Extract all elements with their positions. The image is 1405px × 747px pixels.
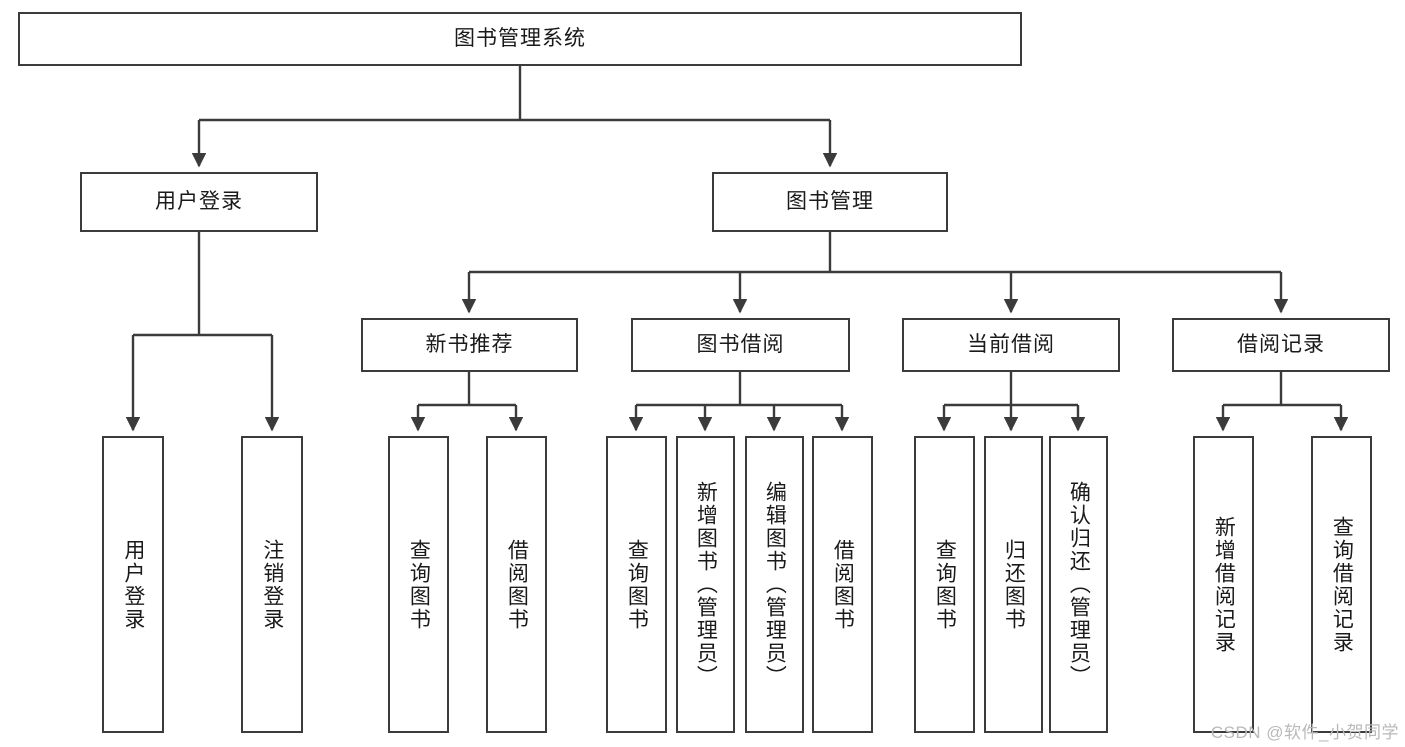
leaf-current-borrow-return[interactable]: 归还图书 <box>984 436 1043 733</box>
node-label: 查询图书 <box>625 538 649 631</box>
node-label: 借阅图书 <box>505 538 529 631</box>
node-label: 注销登录 <box>260 538 284 631</box>
node-book-management[interactable]: 图书管理 <box>712 172 948 232</box>
node-label: 查询图书 <box>933 538 957 631</box>
leaf-new-book-query[interactable]: 查询图书 <box>388 436 449 733</box>
leaf-book-borrow-query[interactable]: 查询图书 <box>606 436 667 733</box>
leaf-user-login-login[interactable]: 用户登录 <box>102 436 164 733</box>
node-label: 当前借阅 <box>967 333 1055 357</box>
node-label: 查询图书 <box>407 538 431 631</box>
leaf-current-borrow-query[interactable]: 查询图书 <box>914 436 975 733</box>
node-label: 借阅图书 <box>831 538 855 631</box>
node-current-borrow[interactable]: 当前借阅 <box>902 318 1120 372</box>
leaf-borrow-records-query[interactable]: 查询借阅记录 <box>1311 436 1372 733</box>
node-borrow-records[interactable]: 借阅记录 <box>1172 318 1390 372</box>
node-label: 用户登录 <box>155 190 243 214</box>
leaf-user-login-logout[interactable]: 注销登录 <box>241 436 303 733</box>
node-label: 图书管理 <box>786 190 874 214</box>
node-label: 新增图书（管理员） <box>694 481 718 688</box>
csdn-watermark: CSDN @软件_小贺同学 <box>1210 723 1399 742</box>
node-label: 确认归还（管理员） <box>1067 481 1091 688</box>
leaf-new-book-borrow[interactable]: 借阅图书 <box>486 436 547 733</box>
node-new-book-recommend[interactable]: 新书推荐 <box>361 318 578 372</box>
node-label: 借阅记录 <box>1237 333 1325 357</box>
node-label: 图书借阅 <box>696 333 785 357</box>
leaf-book-borrow-add[interactable]: 新增图书（管理员） <box>676 436 735 733</box>
leaf-book-borrow-edit[interactable]: 编辑图书（管理员） <box>745 436 804 733</box>
node-book-borrow[interactable]: 图书借阅 <box>631 318 850 372</box>
node-label: 编辑图书（管理员） <box>763 481 787 688</box>
node-label: 新书推荐 <box>425 333 514 357</box>
node-user-login[interactable]: 用户登录 <box>80 172 318 232</box>
leaf-current-borrow-confirm-return[interactable]: 确认归还（管理员） <box>1049 436 1108 733</box>
leaf-borrow-records-add[interactable]: 新增借阅记录 <box>1193 436 1254 733</box>
node-label: 用户登录 <box>121 538 145 631</box>
node-label: 新增借阅记录 <box>1212 515 1236 654</box>
node-label: 图书管理系统 <box>454 27 586 51</box>
leaf-book-borrow-borrow[interactable]: 借阅图书 <box>812 436 873 733</box>
node-label: 归还图书 <box>1002 538 1026 631</box>
node-root-book-management-system[interactable]: 图书管理系统 <box>18 12 1022 66</box>
node-label: 查询借阅记录 <box>1330 515 1354 654</box>
